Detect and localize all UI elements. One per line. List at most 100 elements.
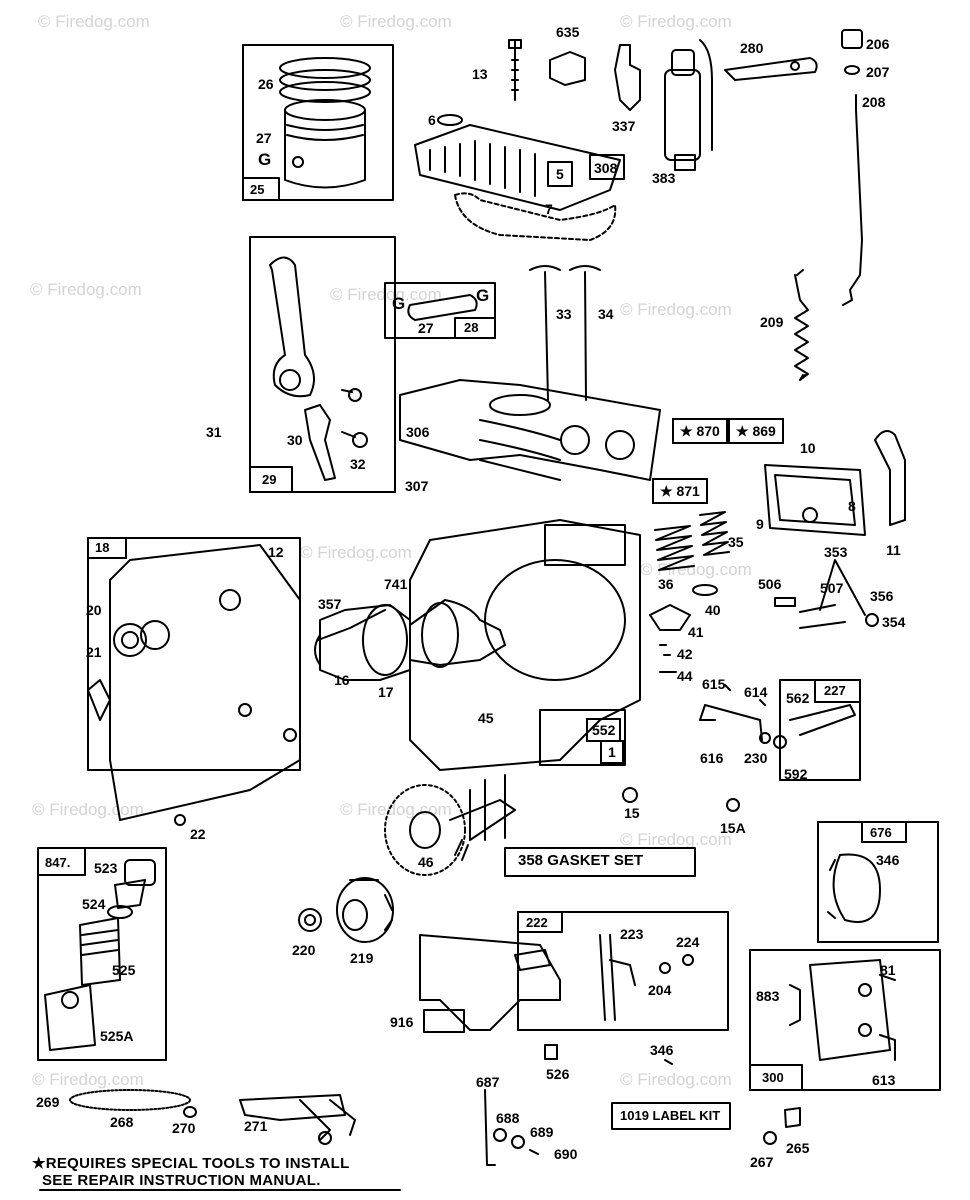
- part-number: 13: [472, 66, 488, 82]
- sump-cover-box: [87, 537, 301, 771]
- part-number: 208: [862, 94, 886, 110]
- part-number: 26: [258, 76, 274, 92]
- part-number: 307: [405, 478, 429, 494]
- cylinder-head: [414, 124, 621, 211]
- label-kit-box: [611, 1102, 731, 1130]
- part-number: 353: [824, 544, 848, 560]
- part-number: 11: [886, 542, 901, 558]
- part-number: 346: [876, 852, 900, 868]
- part-number: 12: [268, 544, 284, 560]
- part-number: 209: [760, 314, 784, 330]
- part-number: 688: [496, 1110, 520, 1126]
- part-number: 31: [206, 424, 222, 440]
- part-number: 27: [418, 320, 434, 336]
- watermark: © Firedog.com: [340, 800, 452, 819]
- box-number: 18: [95, 540, 110, 555]
- part-number: 354: [882, 614, 906, 630]
- box-number: 300: [762, 1070, 784, 1085]
- label-kit-label: 1019 LABEL KIT: [620, 1108, 721, 1123]
- cylinder-block: [399, 379, 661, 481]
- part-number: 46: [418, 854, 434, 870]
- part-number: 204: [648, 982, 672, 998]
- part-number: 32: [350, 456, 366, 472]
- part-number: 15A: [720, 820, 746, 836]
- part-number: 687: [476, 1074, 500, 1090]
- part-number: 219: [350, 950, 374, 966]
- part-number: 271: [244, 1118, 268, 1134]
- gasket-set-box: [504, 847, 696, 877]
- connecting-rod-box: [249, 236, 396, 493]
- part-number: 883: [756, 988, 780, 1004]
- part-number: 17: [378, 684, 394, 700]
- part-number: 268: [110, 1114, 134, 1130]
- part-number: 357: [318, 596, 342, 612]
- part-number: 34: [598, 306, 614, 322]
- part-number: 592: [784, 766, 808, 782]
- piston-kit-box: [242, 44, 394, 201]
- footnote-line-1: ★REQUIRES SPECIAL TOOLS TO INSTALL: [32, 1155, 350, 1172]
- part-number: 16: [334, 672, 350, 688]
- part-number: 525A: [100, 1028, 134, 1044]
- box-number: 847.: [45, 855, 71, 870]
- watermark: © Firedog.com: [38, 12, 150, 31]
- part-number: 20: [86, 602, 102, 618]
- part-number: 45: [478, 710, 494, 726]
- part-number: 220: [292, 942, 316, 958]
- part-number: 224: [676, 934, 700, 950]
- part-number: 36: [658, 576, 674, 592]
- watermark: © Firedog.com: [32, 800, 144, 819]
- part-number: 9: [756, 516, 764, 532]
- part-number: 5: [556, 166, 564, 182]
- part-number: 507: [820, 580, 844, 596]
- box-number: 227: [824, 683, 846, 698]
- watermark: © Firedog.com: [620, 830, 732, 849]
- part-number: 524: [82, 896, 106, 912]
- part-number: 523: [94, 860, 118, 876]
- gasket-set-label: 358 GASKET SET: [518, 852, 644, 869]
- part-number: 269: [36, 1094, 60, 1110]
- muffler-box: [749, 949, 941, 1091]
- oil-fill-kit-box: [37, 847, 167, 1061]
- part-number: 27: [256, 130, 272, 146]
- part-number: 270: [172, 1120, 196, 1136]
- part-number: 206: [866, 36, 890, 52]
- watermark: © Firedog.com: [340, 12, 452, 31]
- part-number: 223: [620, 926, 644, 942]
- part-number: 22: [190, 826, 206, 842]
- watermark: © Firedog.com: [640, 560, 752, 579]
- box-number: 676: [870, 825, 892, 840]
- part-number: 615: [702, 676, 726, 692]
- part-number: 306: [406, 424, 430, 440]
- part-number: 690: [554, 1146, 578, 1162]
- watermark: © Firedog.com: [30, 280, 142, 299]
- box-number: 29: [262, 472, 277, 487]
- box-number: 25: [250, 182, 265, 197]
- part-number: 35: [728, 534, 744, 550]
- part-number: ★ 870: [672, 418, 728, 444]
- part-number: G: [258, 150, 272, 169]
- part-number: 383: [652, 170, 676, 186]
- part-number: 525: [112, 962, 136, 978]
- part-number: G: [392, 294, 406, 313]
- part-number: 30: [287, 432, 303, 448]
- footnote-line-2: SEE REPAIR INSTRUCTION MANUAL.: [42, 1172, 321, 1189]
- part-number: 552: [586, 718, 622, 742]
- part-number: 8: [848, 498, 856, 514]
- part-number: G: [476, 286, 490, 305]
- part-number: 506: [758, 576, 782, 592]
- part-number: 15: [624, 805, 640, 821]
- part-number: 562: [786, 690, 810, 706]
- part-number: 308: [594, 160, 618, 176]
- part-number: 356: [870, 588, 894, 604]
- watermark: © Firedog.com: [620, 1070, 732, 1089]
- part-number: 81: [880, 962, 896, 978]
- part-number: 635: [556, 24, 580, 40]
- part-number: ★ 869: [728, 418, 784, 444]
- part-number: 230: [744, 750, 768, 766]
- box-number: 222: [526, 915, 548, 930]
- part-number: 916: [390, 1014, 414, 1030]
- part-number: 613: [872, 1072, 896, 1088]
- part-number: 41: [688, 624, 704, 640]
- part-number: 616: [700, 750, 724, 766]
